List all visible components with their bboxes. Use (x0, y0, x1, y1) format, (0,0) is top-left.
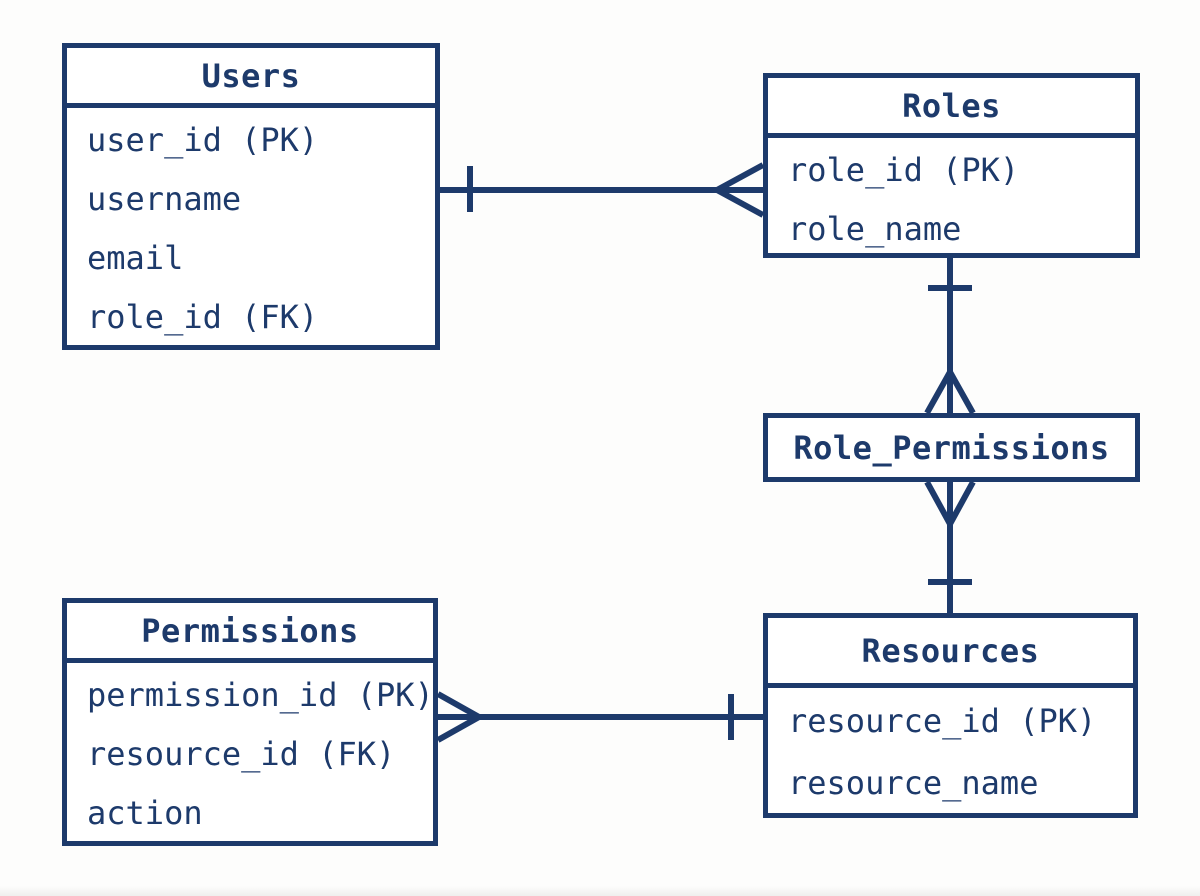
entity-roles-title: Roles (768, 78, 1135, 138)
entity-permissions: Permissions permission_id (PK) resource_… (62, 598, 438, 846)
entity-role-permissions: Role_Permissions (763, 413, 1140, 482)
entity-roles-fields: role_id (PK) role_name (768, 138, 1135, 258)
many-crow-foot-icon (715, 162, 765, 218)
entity-roles: Roles role_id (PK) role_name (763, 73, 1140, 258)
many-crow-foot-icon (924, 370, 976, 415)
field-resource-name: resource_name (788, 764, 1039, 802)
entity-permissions-fields: permission_id (PK) resource_id (FK) acti… (67, 663, 434, 842)
entity-users: Users user_id (PK) username email role_i… (62, 43, 440, 350)
relationship-role-permissions-resources (924, 480, 976, 613)
entity-users-title: Users (67, 48, 435, 108)
field-resource-id: resource_id (PK) (788, 702, 1097, 740)
field-role-id: role_id (FK) (87, 297, 319, 336)
field-user-id: user_id (PK) (87, 120, 319, 159)
entity-resources-fields: resource_id (PK) resource_name (768, 688, 1133, 814)
field-email: email (87, 238, 184, 277)
field-username: username (87, 179, 242, 218)
field-resource-id: resource_id (FK) (87, 734, 396, 773)
field-permission-id: permission_id (PK) (87, 675, 434, 714)
relationship-users-roles (440, 162, 765, 218)
entity-permissions-title: Permissions (67, 603, 433, 663)
relationship-roles-role-permissions (924, 258, 976, 415)
many-crow-foot-icon (924, 480, 976, 526)
entity-role-permissions-title: Role_Permissions (793, 428, 1110, 467)
relationship-permissions-resources (436, 691, 763, 743)
many-crow-foot-icon (436, 691, 481, 743)
entity-resources: Resources resource_id (PK) resource_name (763, 613, 1138, 818)
field-role-id: role_id (PK) (788, 150, 1020, 189)
entity-resources-title: Resources (768, 618, 1133, 688)
field-action: action (87, 793, 203, 832)
field-role-name: role_name (788, 209, 962, 248)
entity-users-fields: user_id (PK) username email role_id (FK) (67, 108, 435, 346)
